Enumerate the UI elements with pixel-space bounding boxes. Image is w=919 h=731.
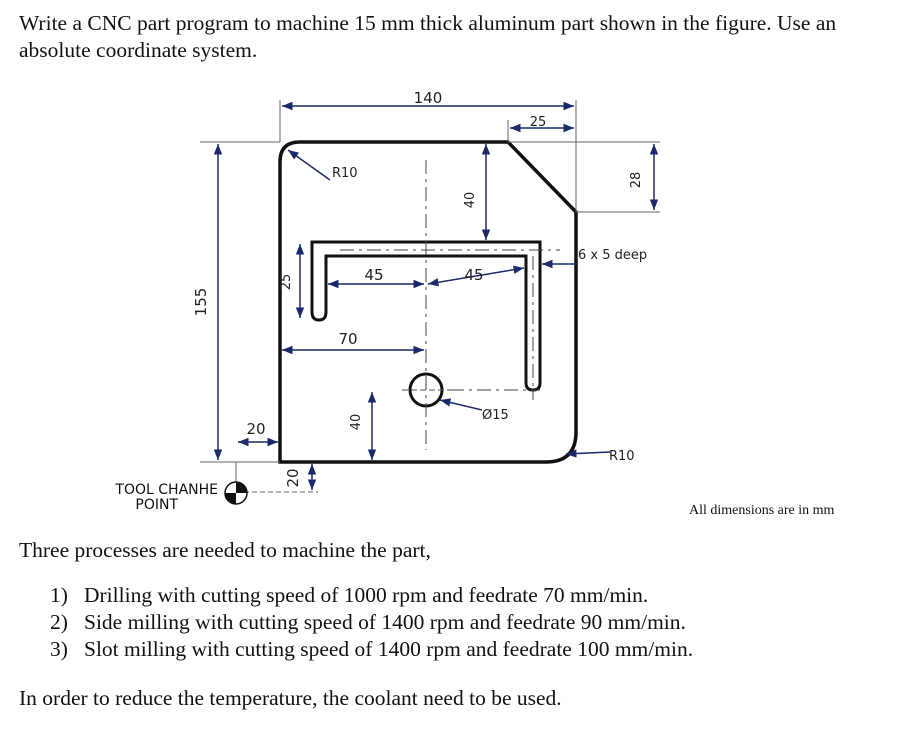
slot-outline: [310, 240, 542, 392]
dim-r10-bottom: R10: [609, 449, 635, 464]
dim-155: 155: [192, 288, 210, 317]
list-item: 2)Side milling with cutting speed of 140…: [50, 610, 686, 634]
processes-intro: Three processes are needed to machine th…: [19, 538, 431, 562]
dim-45-right: 45: [464, 266, 483, 284]
tool-change-label-2: POINT: [135, 497, 178, 513]
part-outline: [278, 140, 578, 464]
dim-hole-dia: Ø15: [482, 408, 509, 423]
list-item: 3)Slot milling with cutting speed of 140…: [50, 637, 694, 661]
dim-70: 70: [338, 330, 357, 348]
dim-20-h: 20: [246, 420, 265, 438]
question-text: Write a CNC part program to machine 15 m…: [19, 11, 837, 62]
dim-28: 28: [629, 172, 644, 189]
closing-text: In order to reduce the temperature, the …: [19, 686, 562, 710]
dim-slot-spec: 6 x 5 deep: [578, 248, 647, 263]
dim-r10-top: R10: [332, 166, 358, 181]
process-list: 1)Drilling with cutting speed of 1000 rp…: [50, 582, 693, 663]
dim-45-left: 45: [364, 266, 383, 284]
dim-25-top: 25: [530, 115, 547, 130]
dim-40-slot: 40: [463, 192, 478, 209]
units-note: All dimensions are in mm: [689, 503, 835, 518]
tool-change-point-icon: [224, 481, 248, 505]
dim-20-v: 20: [284, 468, 302, 487]
dim-25-arm: 25: [279, 274, 294, 291]
tool-change-label-1: TOOL CHANHE: [114, 482, 218, 498]
dim-40-hole: 40: [349, 414, 364, 431]
part-drawing: 140 25 28 R10 40 45 45 6 x 5 deep 155 25…: [114, 89, 660, 513]
list-item: 1)Drilling with cutting speed of 1000 rp…: [50, 583, 649, 607]
dim-140: 140: [414, 89, 443, 107]
